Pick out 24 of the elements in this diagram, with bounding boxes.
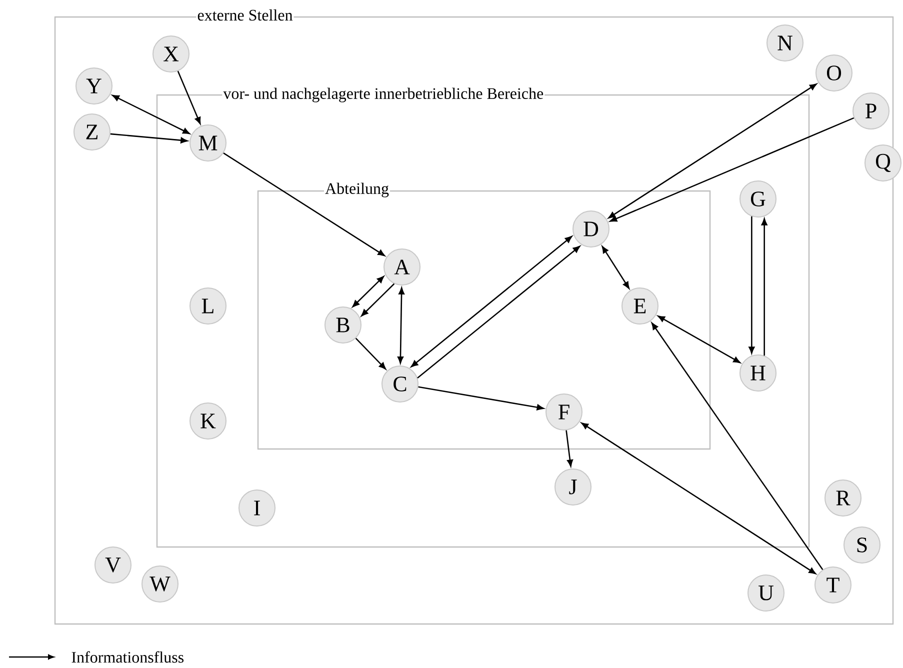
arrow	[417, 246, 580, 378]
arrow	[110, 133, 188, 144]
arrow	[397, 287, 405, 364]
region-heading: vor- und nachgelagerte innerbetriebliche Bereiche	[222, 86, 545, 104]
arrow	[658, 316, 740, 364]
arrow	[602, 246, 630, 289]
arrow	[361, 283, 395, 316]
arrow	[748, 216, 755, 354]
region-heading: Abteilung	[324, 182, 390, 198]
arrow	[761, 218, 768, 356]
arrow	[355, 338, 386, 370]
arrow	[610, 117, 854, 222]
legend-text: Informationsfluss	[72, 651, 184, 663]
region-heading: externe Stellen	[196, 8, 294, 22]
arrow	[608, 84, 817, 218]
arrow	[112, 94, 190, 134]
arrow	[418, 386, 544, 410]
arrow	[581, 422, 816, 574]
arrow	[566, 430, 573, 467]
arrow	[651, 322, 824, 570]
arrow	[410, 236, 572, 368]
arrow	[177, 70, 201, 124]
arrow	[352, 276, 384, 308]
arrow	[223, 152, 385, 256]
